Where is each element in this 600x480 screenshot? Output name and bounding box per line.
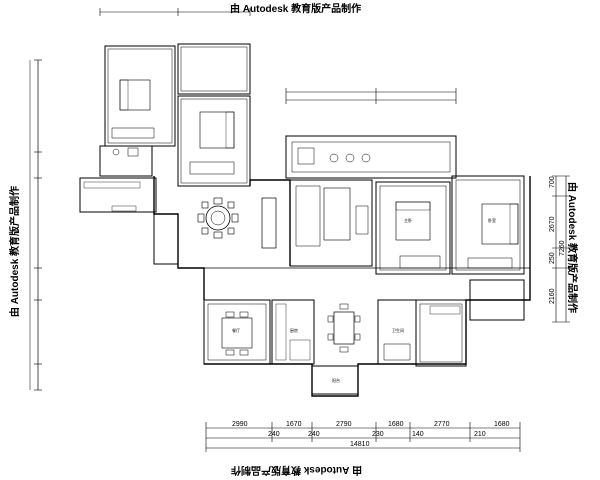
room-label-dining: 餐厅 bbox=[232, 327, 240, 333]
watermark-left: 由 Autodesk 教育版产品制作 bbox=[10, 185, 22, 318]
sofa bbox=[261, 197, 277, 249]
dim-bottom-1-4: 2770 bbox=[434, 421, 450, 428]
watermark-top: 由 Autodesk 教育版产品制作 bbox=[230, 4, 362, 15]
bath-nw-walls bbox=[99, 145, 153, 177]
round-dining-table bbox=[205, 205, 231, 231]
balcony-top-walls bbox=[285, 135, 457, 179]
dim-right-1: 2670 bbox=[549, 216, 556, 232]
dim-bottom-2-3: 140 bbox=[412, 431, 424, 438]
dining-table bbox=[333, 311, 355, 345]
dim-bottom-2-2: 230 bbox=[372, 431, 384, 438]
room-label-balcony: 阳台 bbox=[332, 377, 340, 383]
entry-walls bbox=[153, 213, 179, 265]
bedroom-lower-walls bbox=[415, 299, 467, 367]
utility-room-walls bbox=[79, 177, 157, 213]
watermark-right: 由 Autodesk 教育版产品制作 bbox=[566, 181, 578, 314]
watermark-bottom: 由 Autodesk 教育版产品制作 bbox=[231, 464, 363, 475]
living-room-walls bbox=[289, 179, 373, 267]
dim-right-0: 700 bbox=[549, 176, 556, 188]
dim-right-total: 7260 bbox=[559, 240, 566, 256]
dim-bottom-1-5: 1680 bbox=[494, 421, 510, 428]
dim-right-3: 2160 bbox=[549, 288, 556, 304]
dim-right-2: 250 bbox=[549, 252, 556, 264]
dim-bottom-1-2: 2790 bbox=[336, 421, 352, 428]
bedroom-east-walls bbox=[451, 175, 525, 275]
room-label-bath: 卫生间 bbox=[392, 327, 404, 333]
dim-bottom-1-3: 1680 bbox=[388, 421, 404, 428]
dim-bottom-1-0: 2990 bbox=[232, 421, 248, 428]
room-label-kitchen: 厨房 bbox=[290, 327, 298, 333]
bedroom-n2-walls bbox=[177, 95, 251, 187]
room-label-master: 主卧 bbox=[404, 217, 412, 223]
dim-bottom-total: 14810 bbox=[350, 441, 370, 448]
dim-bottom-2-4: 210 bbox=[474, 431, 486, 438]
master-bedroom-walls bbox=[375, 181, 451, 275]
dim-bottom-2-1: 240 bbox=[308, 431, 320, 438]
dim-bottom-2-0: 240 bbox=[268, 431, 280, 438]
dim-bottom-1-1: 1670 bbox=[286, 421, 302, 428]
bedroom-n-walls bbox=[177, 43, 251, 95]
room-label-bedroom: 卧室 bbox=[488, 217, 496, 223]
bedroom-nw-walls bbox=[104, 45, 176, 147]
